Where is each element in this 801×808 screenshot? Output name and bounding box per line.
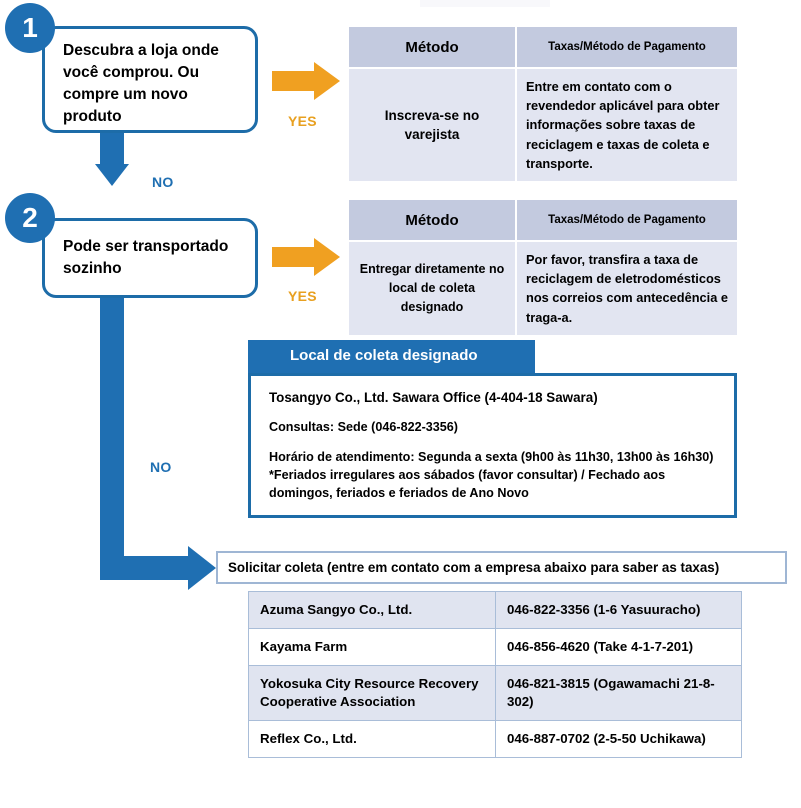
step-1-no-label: NO: [152, 174, 174, 190]
step-2-no-arrow-head-icon: [188, 546, 216, 590]
company-name: Kayama Farm: [248, 627, 496, 666]
step-2-yes-label: YES: [288, 288, 317, 304]
method-table-1-body-row: Inscreva-se no varejista Entre em contat…: [347, 67, 739, 183]
collection-site-header-text: Local de coleta designado: [290, 347, 478, 364]
table-row: Reflex Co., Ltd. 046-887-0702 (2-5-50 Uc…: [248, 719, 742, 758]
step-2-yes-arrow-icon: [272, 238, 342, 276]
method-table-1-fee-cell: Entre em contato com o revendedor aplicá…: [515, 67, 739, 183]
method-table-1: Método Taxas/Método de Pagamento Inscrev…: [347, 25, 739, 183]
company-name: Azuma Sangyo Co., Ltd.: [248, 591, 496, 629]
collection-site-hours: Horário de atendimento: Segunda a sexta …: [269, 449, 714, 501]
step-1-no-connector-line: [100, 133, 124, 165]
method-table-2-method-cell: Entregar diretamente no local de coleta …: [347, 240, 517, 337]
step-1-question-text: Descubra a loja onde você comprou. Ou co…: [63, 42, 219, 125]
method-table-2-header-row: Método Taxas/Método de Pagamento: [347, 198, 739, 242]
companies-table: Azuma Sangyo Co., Ltd. 046-822-3356 (1-6…: [248, 591, 742, 758]
method-table-2-body-row: Entregar diretamente no local de coleta …: [347, 240, 739, 337]
company-contact: 046-856-4620 (Take 4-1-7-201): [495, 627, 742, 666]
method-table-2: Método Taxas/Método de Pagamento Entrega…: [347, 198, 739, 337]
collection-site-inquiries: Consultas: Sede (046-822-3356): [269, 420, 458, 435]
step-2-no-label: NO: [150, 459, 172, 475]
step-1-number: 1: [22, 12, 38, 43]
table-row: Azuma Sangyo Co., Ltd. 046-822-3356 (1-6…: [248, 591, 742, 629]
table-row: Kayama Farm 046-856-4620 (Take 4-1-7-201…: [248, 627, 742, 666]
step-2-question-box: Pode ser transportado sozinho: [42, 218, 258, 298]
method-table-2-header-fee: Taxas/Método de Pagamento: [515, 198, 739, 242]
collection-site-header: Local de coleta designado: [248, 340, 535, 373]
step-2-number: 2: [22, 202, 38, 233]
method-table-1-header-fee: Taxas/Método de Pagamento: [515, 25, 739, 69]
step-2-no-connector-vertical: [100, 298, 124, 580]
step-1-question-box: Descubra a loja onde você comprou. Ou co…: [42, 26, 258, 133]
company-contact: 046-821-3815 (Ogawamachi 21-8-302): [495, 664, 742, 721]
request-pickup-banner: Solicitar coleta (entre em contato com a…: [216, 551, 787, 584]
method-table-1-header-method: Método: [347, 25, 517, 69]
method-table-1-method-cell: Inscreva-se no varejista: [347, 67, 517, 183]
companies-table-wrap: Azuma Sangyo Co., Ltd. 046-822-3356 (1-6…: [248, 591, 742, 758]
step-1-badge: 1: [5, 3, 55, 53]
step-2-no-connector-horizontal: [100, 556, 190, 580]
step-1-no-arrow-head-icon: [95, 164, 129, 186]
company-contact: 046-822-3356 (1-6 Yasuuracho): [495, 591, 742, 629]
step-2-badge: 2: [5, 193, 55, 243]
company-contact: 046-887-0702 (2-5-50 Uchikawa): [495, 719, 742, 758]
method-table-2-fee-cell: Por favor, transfira a taxa de reciclage…: [515, 240, 739, 337]
company-name: Yokosuka City Resource Recovery Cooperat…: [248, 664, 496, 721]
step-1-yes-arrow-icon: [272, 62, 342, 100]
collection-site-name: Tosangyo Co., Ltd. Sawara Office (4-404-…: [269, 390, 598, 405]
request-pickup-banner-text: Solicitar coleta (entre em contato com a…: [228, 560, 720, 575]
top-clipped-artifact: [420, 0, 550, 7]
step-2-question-text: Pode ser transportado sozinho: [63, 238, 229, 277]
table-row: Yokosuka City Resource Recovery Cooperat…: [248, 664, 742, 721]
collection-site-body: Tosangyo Co., Ltd. Sawara Office (4-404-…: [248, 373, 737, 518]
method-table-2-header-method: Método: [347, 198, 517, 242]
step-1-yes-label: YES: [288, 113, 317, 129]
company-name: Reflex Co., Ltd.: [248, 719, 496, 758]
method-table-1-header-row: Método Taxas/Método de Pagamento: [347, 25, 739, 69]
